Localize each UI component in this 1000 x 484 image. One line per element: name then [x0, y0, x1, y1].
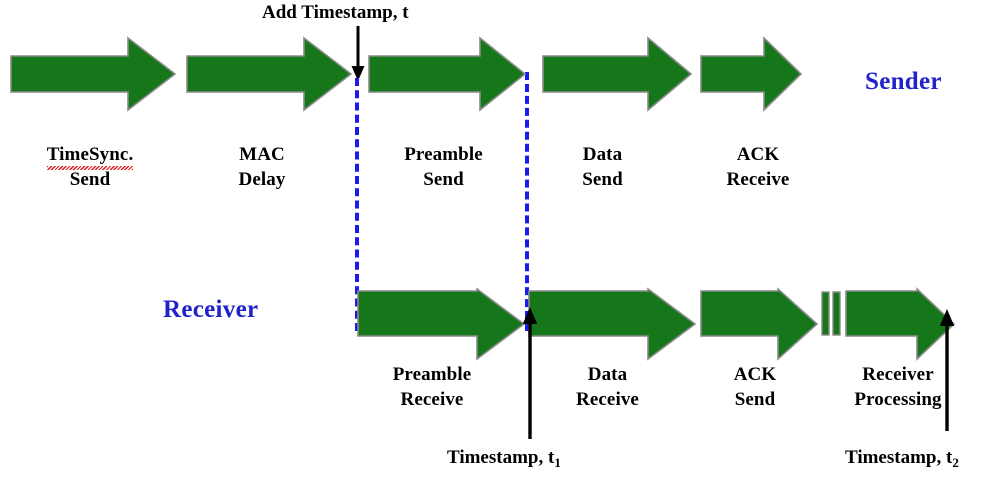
arrow-ack-receive: [700, 36, 803, 112]
arrow-break-mark-icon: [821, 291, 843, 341]
label-line-1: Data: [582, 144, 623, 165]
label-mac-delay: MAC Delay: [182, 142, 342, 192]
arrow-timesync-send: [10, 36, 177, 112]
label-receiver-processing: Receiver Processing: [818, 362, 978, 412]
label-line-2: Processing: [854, 389, 942, 410]
label-line-1: ACK: [736, 144, 780, 165]
label-data-send: Data Send: [540, 142, 665, 192]
sync-boundary-line-1: [355, 78, 359, 331]
arrow-preamble-send: [368, 36, 527, 112]
timestamp-t1-pointer-icon: [519, 306, 541, 445]
label-line-1: Receiver: [862, 364, 934, 385]
label-line-2: Delay: [238, 169, 286, 190]
label-line-1: ACK: [733, 364, 777, 385]
callout-timestamp-t1: Timestamp, t1: [447, 447, 561, 470]
role-label-receiver: Receiver: [163, 296, 259, 323]
label-ack-receive: ACK Receive: [698, 142, 818, 192]
label-line-2: Receive: [576, 389, 639, 410]
label-line-1: Preamble: [404, 144, 483, 165]
label-line-2: Receive: [400, 389, 464, 410]
sync-boundary-line-2: [525, 72, 529, 331]
label-preamble-receive: Preamble Receive: [352, 362, 512, 412]
callout-subscript: 2: [952, 455, 959, 470]
callout-text: Timestamp, t: [845, 447, 953, 468]
label-preamble-send: Preamble Send: [366, 142, 521, 192]
add-timestamp-pointer-icon: [347, 26, 369, 87]
arrow-data-send: [542, 36, 693, 112]
arrow-ack-send: [700, 287, 819, 361]
label-timesync-send: TimeSync. Send: [0, 142, 180, 192]
arrow-preamble-receive: [357, 287, 526, 361]
label-line-2: Send: [582, 169, 623, 190]
label-line-1: TimeSync.: [46, 144, 134, 165]
label-line-2: Send: [734, 389, 776, 410]
arrow-data-receive: [528, 287, 697, 361]
label-ack-send: ACK Send: [700, 362, 810, 412]
callout-add-timestamp: Add Timestamp, t: [262, 2, 409, 23]
arrow-receiver-processing: [845, 287, 956, 361]
label-line-2: Send: [69, 169, 111, 190]
label-line-1: Preamble: [392, 364, 472, 385]
arrow-mac-delay: [186, 36, 353, 112]
label-data-receive: Data Receive: [540, 362, 675, 412]
callout-timestamp-t2: Timestamp, t2: [845, 447, 959, 470]
callout-subscript: 1: [554, 455, 561, 470]
label-line-2: Send: [423, 169, 464, 190]
role-label-sender: Sender: [865, 68, 942, 95]
callout-text: Timestamp, t: [447, 447, 555, 468]
label-line-2: Receive: [726, 169, 790, 190]
timestamp-t2-pointer-icon: [936, 308, 958, 437]
label-line-1: MAC: [239, 144, 285, 165]
label-line-1: Data: [587, 364, 628, 385]
